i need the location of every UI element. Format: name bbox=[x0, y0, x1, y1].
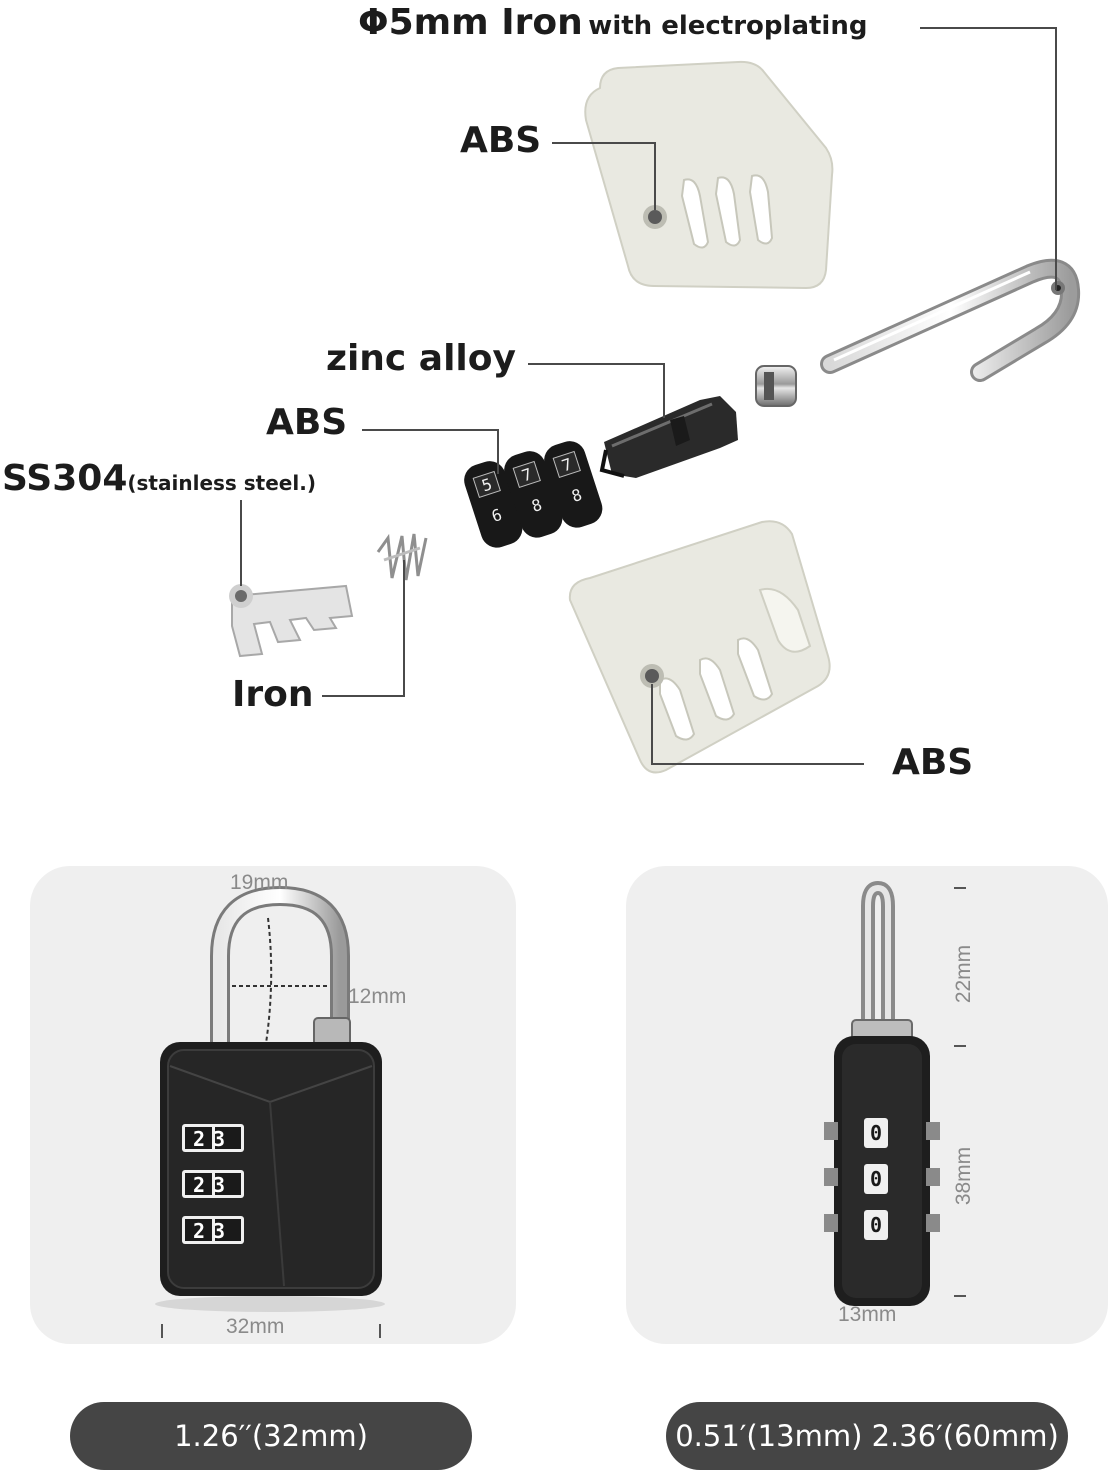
side-dial-digit-1: 0 bbox=[870, 1121, 882, 1145]
shackle-part bbox=[820, 258, 1081, 382]
front-shackle-height-label: 12mm bbox=[348, 985, 407, 1008]
side-thickness-label: 13mm bbox=[838, 1303, 897, 1326]
bottom-shell-part bbox=[568, 520, 831, 774]
front-size-pill: 1.26′′(32mm) bbox=[70, 1402, 472, 1470]
plate-material-note: (stainless steel.) bbox=[127, 471, 316, 495]
shackle-material-label: Φ5mm Iron with electroplating bbox=[358, 2, 867, 43]
spring-label: Iron bbox=[232, 674, 314, 715]
exploded-view-diagram: 5 6 7 8 7 8 bbox=[229, 27, 1081, 774]
dials-label: ABS bbox=[266, 402, 348, 443]
front-dial-digits-3: 23 bbox=[193, 1219, 233, 1243]
spring-part bbox=[376, 533, 428, 581]
front-lock-drawing: 23 23 23 bbox=[155, 885, 385, 1338]
small-bushing-part bbox=[755, 365, 797, 407]
plate-label: SS304(stainless steel.) bbox=[2, 458, 316, 499]
dials-part: 5 6 7 8 7 8 bbox=[464, 441, 603, 548]
side-lock-drawing: 0 0 0 22mm 38mm bbox=[824, 880, 975, 1306]
front-dial-row-2 bbox=[182, 1170, 244, 1198]
side-body-height-label: 38mm bbox=[952, 1147, 975, 1205]
zinc-alloy-cylinder-part bbox=[599, 396, 738, 478]
front-dial-digits-1: 23 bbox=[193, 1127, 233, 1151]
stainless-plate-part bbox=[229, 584, 354, 658]
leader-lines bbox=[240, 27, 1057, 765]
shackle-material-main: Φ5mm Iron bbox=[358, 2, 583, 43]
side-size-pill: 0.51′(13mm) 2.36′(60mm) bbox=[666, 1402, 1068, 1470]
side-dial-digit-3: 0 bbox=[870, 1213, 882, 1237]
top-shell-part bbox=[584, 60, 834, 290]
front-dial-row-3 bbox=[182, 1216, 244, 1244]
side-dial-digit-2: 0 bbox=[870, 1167, 882, 1191]
plate-material-main: SS304 bbox=[2, 458, 128, 499]
front-dial-row-1 bbox=[182, 1124, 244, 1152]
top-shell-label: ABS bbox=[460, 120, 542, 161]
side-shackle-length-label: 22mm bbox=[952, 945, 975, 1003]
bottom-shell-label: ABS bbox=[892, 742, 974, 783]
front-body-width-label: 32mm bbox=[226, 1315, 285, 1338]
cylinder-label: zinc alloy bbox=[326, 338, 516, 379]
front-width-top-label: 19mm bbox=[230, 871, 289, 894]
shackle-material-note: with electroplating bbox=[588, 11, 868, 41]
front-dial-digits-2: 23 bbox=[193, 1173, 233, 1197]
